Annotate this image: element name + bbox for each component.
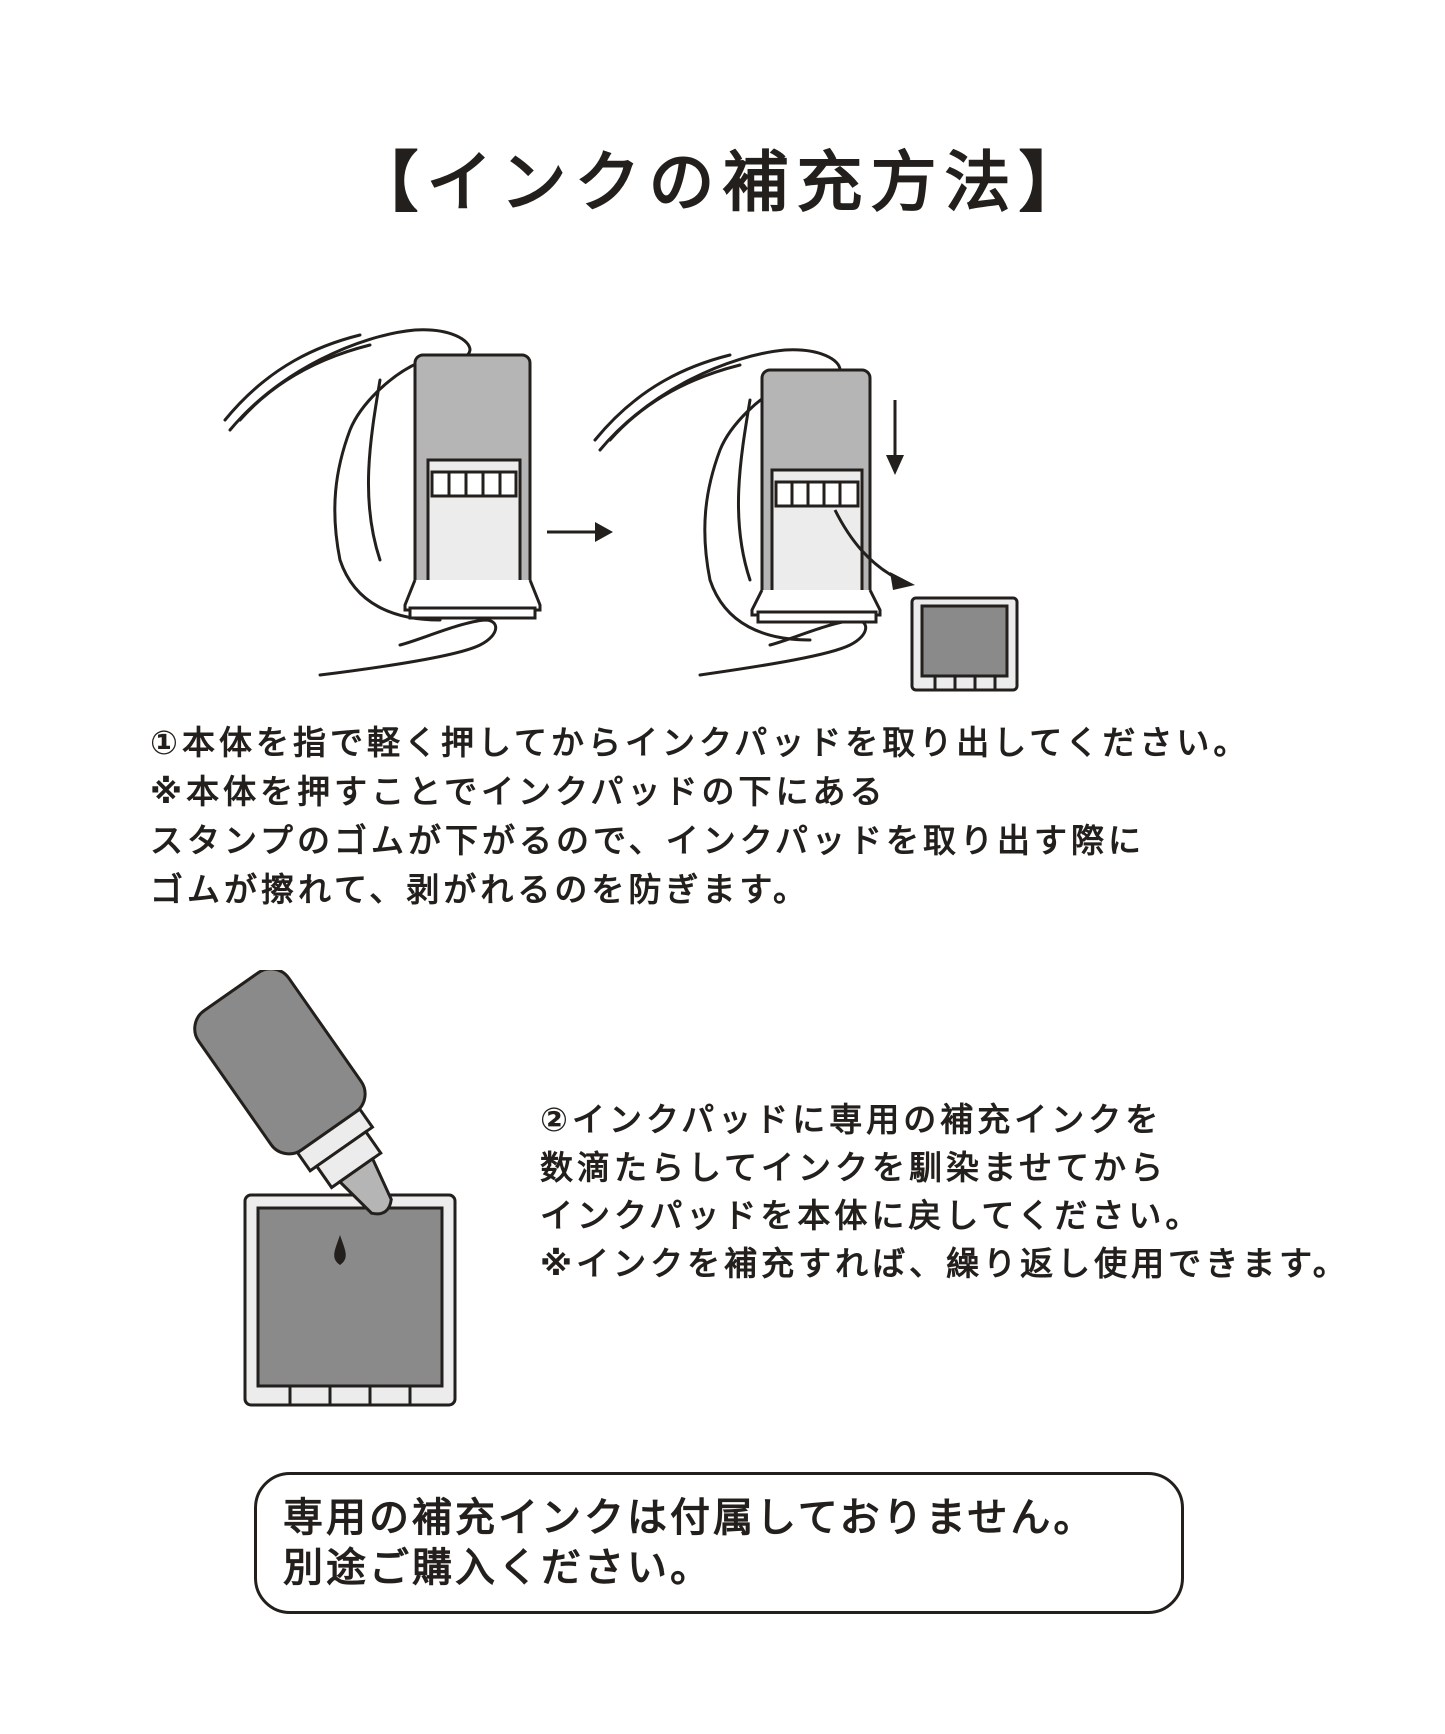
- step2-line: 数滴たらしてインクを馴染ませてから: [540, 1148, 1168, 1187]
- hand-holding-stamp-illustration: [223, 328, 542, 677]
- arrow-right-icon: [547, 522, 613, 542]
- step2-line: ※インクを補充すれば、繰り返し使用できます。: [540, 1244, 1350, 1283]
- step1-line: ①本体を指で軽く押してからインクパッドを取り出してください。: [150, 723, 1251, 762]
- notice-line: 別途ご購入ください。: [283, 1545, 713, 1591]
- step1-line: スタンプのゴムが下がるので、インクパッドを取り出す際に: [150, 821, 1146, 860]
- stamp-pad-removal-illustration: [593, 348, 1019, 692]
- step2-line: ②インクパッドに専用の補充インクを: [540, 1100, 1163, 1139]
- step2-line: インクパッドを本体に戻してください。: [540, 1196, 1203, 1235]
- notice-box: 専用の補充インクは付属しておりません。 別途ご購入ください。: [254, 1472, 1184, 1614]
- step1-instructions: ①本体を指で軽く押してからインクパッドを取り出してください。 ※本体を押すことで…: [150, 718, 1250, 914]
- page-title: 【インクの補充方法】: [352, 144, 1093, 221]
- notice-line: 専用の補充インクは付属しておりません。: [283, 1495, 1097, 1541]
- step2-instructions: ②インクパッドに専用の補充インクを 数滴たらしてインクを馴染ませてから インクパ…: [540, 1096, 1350, 1288]
- step1-line: ゴムが擦れて、剥がれるのを防ぎます。: [150, 870, 811, 909]
- ink-bottle-refill-illustration: [193, 970, 457, 1407]
- step1-line: ※本体を押すことでインクパッドの下にある: [150, 772, 887, 811]
